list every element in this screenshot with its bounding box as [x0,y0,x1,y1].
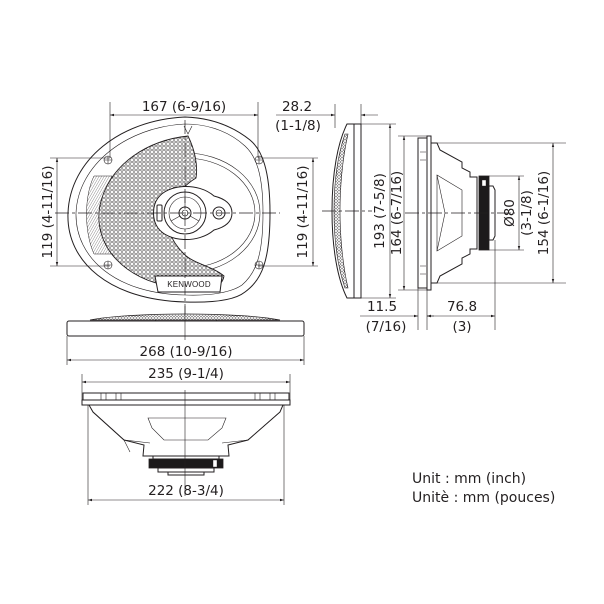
dim-depth-28-2: 28.2 [282,99,312,115]
bottom-flange-top [82,392,290,401]
dim-height-154: 154 (6-1/16) [536,171,552,255]
dim-width-222: 222 (8-3/4) [148,483,224,499]
brand-label: KENWOOD [167,280,211,289]
grille-side-mesh [333,133,349,289]
dim-height-164: 164 (6-7/16) [389,171,405,255]
brand-plate [154,275,223,293]
dim-height-119-right: 119 (4-11/16) [295,166,311,259]
speaker-side-view: 164 (6-7/16) Ø80 (3-1/8) 154 (6-1/16) 11… [360,135,566,335]
unit-label-english: Unit : mm (inch) [412,471,526,487]
bottom-basket [88,404,284,457]
dim-width-268: 268 (10-9/16) [140,344,233,360]
dim-flange-11-5: 11.5 [367,299,397,315]
dim-width-235: 235 (9-1/4) [148,366,224,382]
dim-height-193: 193 (7-5/8) [372,173,388,249]
dim-depth-3: (3) [452,319,471,335]
top-view: 268 (10-9/16) [66,306,305,365]
unit-label-french: Unitè : mm (pouces) [412,490,555,506]
dim-magnet-dia-80: Ø80 [502,199,518,227]
units-note: Unit : mm (inch) Unitè : mm (pouces) [412,471,555,506]
mounting-screw-holes [103,155,264,270]
dim-depth-1-1-8: (1-1/8) [275,118,321,134]
bottom-view: 235 (9-1/4) 222 (8-3/4) [81,366,291,505]
grille-side-view: 28.2 (1-1/8) 193 (7-5/8) [275,99,396,299]
bottom-magnet [148,458,224,469]
front-view: KENWOOD [55,116,280,316]
dim-height-119-left: 119 (4-11/16) [40,166,56,259]
dim-flange-7-16: (7/16) [366,319,407,335]
top-view-flange [66,320,305,337]
dim-magnet-dia-inch: (3-1/8) [519,190,535,236]
front-dimensions: 167 (6-9/16) 119 (4-11/16) 119 (4-11/16) [40,99,318,267]
dim-width-167: 167 (6-9/16) [142,99,226,115]
dim-depth-76-8: 76.8 [447,299,477,315]
